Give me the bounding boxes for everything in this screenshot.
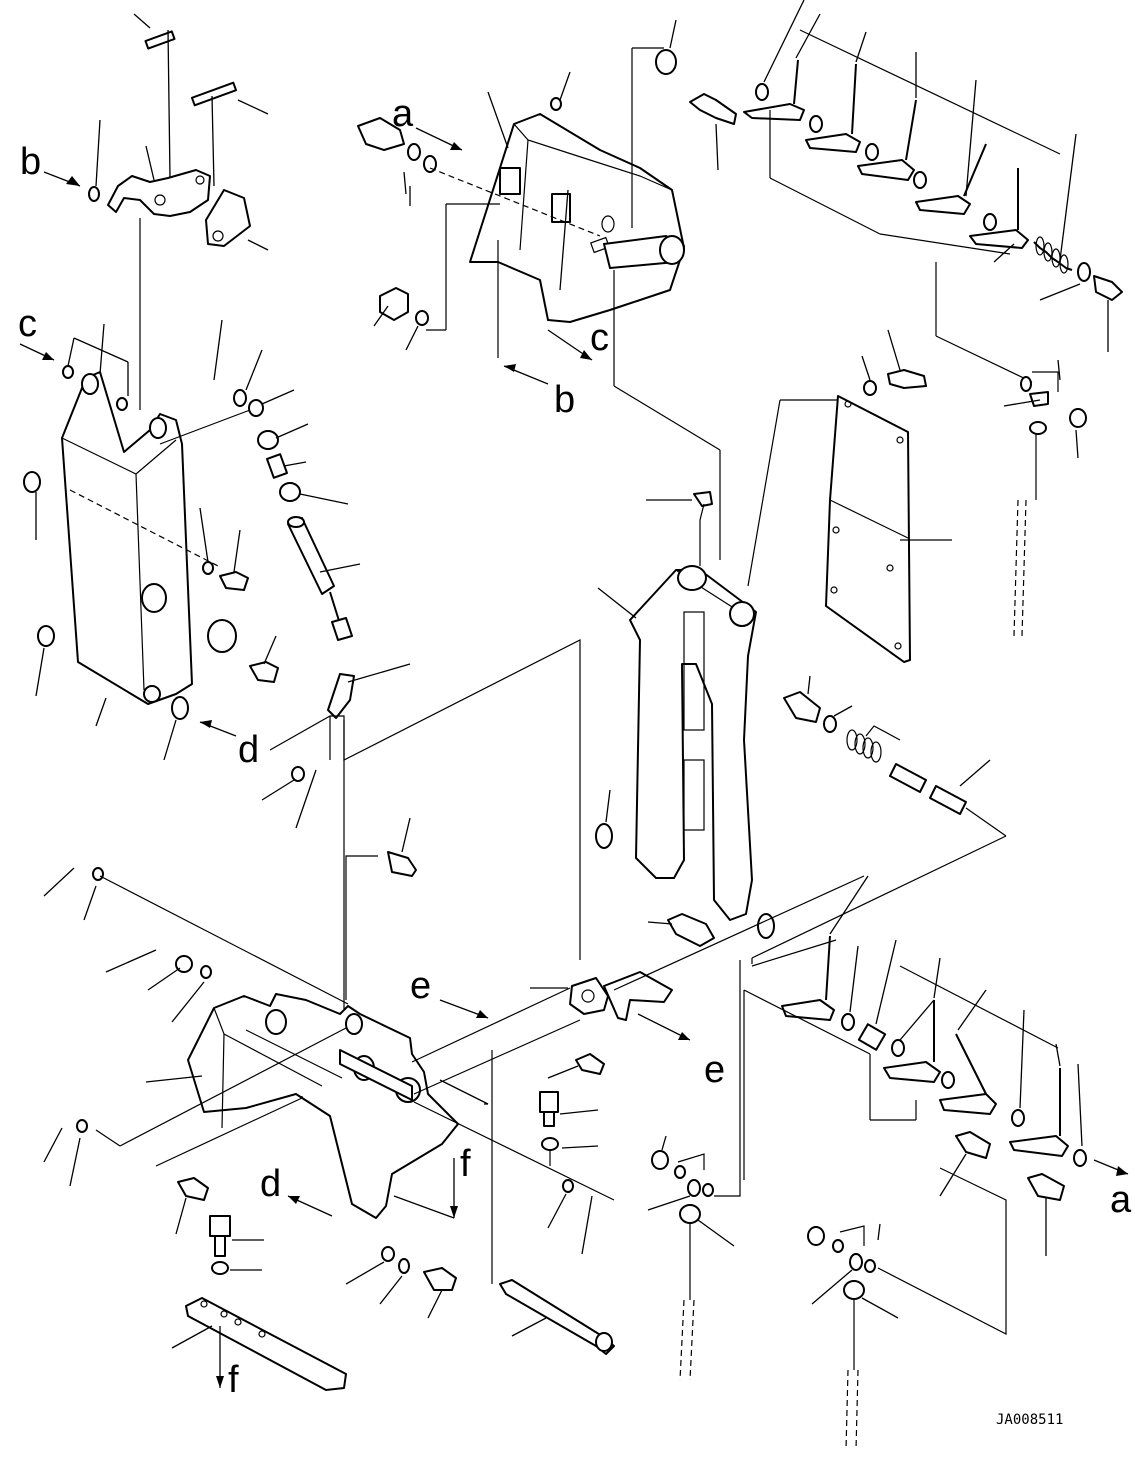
lower-right-cable-group [807,1167,1007,1451]
rod-end-2 [679,1204,701,1224]
reference-letters: a a b b c c d d e e f f [18,93,1132,1401]
lever-9 [1009,1135,1069,1157]
washer [88,186,100,202]
lever-4 [915,195,971,215]
drawing-code: JA008511 [996,1412,1063,1428]
bolt-8 [423,1267,457,1291]
lower-right-lever-group [743,875,1129,1256]
pedestal-arm-group [595,399,846,939]
bolt-9 [575,1053,605,1075]
lever-5 [969,229,1029,249]
lever-6 [781,999,835,1021]
bolt-7 [177,1177,209,1201]
bolt-head [357,117,405,151]
ref-letter-c-center: c [590,317,609,359]
gas-cylinder [287,517,335,595]
console-housing-group [357,19,721,560]
bolt-3 [219,571,249,591]
grommet-left [23,471,41,493]
cover-plate-group [825,329,1087,663]
pedestal-arm [629,569,757,921]
nut-4 [807,1226,825,1246]
gas-spring-group [213,319,581,1090]
ref-letter-f-lower: f [228,1359,239,1401]
rod-end [266,453,288,479]
switch-block [499,167,521,195]
left-panel-group [19,218,279,761]
nut-2 [1069,408,1087,428]
lever-2 [805,133,861,153]
flat-bar [185,1297,347,1391]
lever-7 [883,1061,941,1083]
clip [1029,391,1049,407]
small-plate [205,189,251,247]
base-bracket-group [43,817,615,1219]
bushing [857,1023,887,1051]
hex-nut [379,287,409,321]
clevis [327,673,355,719]
bolt-5 [887,369,927,389]
lever-3 [857,159,915,181]
upper-bracket [107,169,211,217]
washer-d [757,913,775,939]
hex-bolt-2 [539,1091,559,1113]
ref-letter-f-upper: f [460,1143,471,1185]
lever-8 [939,1093,997,1115]
pin-2 [929,785,967,815]
bolt-6 [387,851,417,877]
side-panel [61,371,193,705]
flange-bolt [783,691,821,723]
bolt-4 [249,661,279,683]
long-pin [190,81,238,107]
console-housing [469,113,685,323]
hex-bolt-head [209,1215,231,1237]
ref-letter-e-left: e [410,965,431,1007]
bumper [667,913,715,947]
ref-letter-b-center: b [554,379,575,421]
washer-c [595,823,613,849]
long-shaft [499,1279,615,1355]
bolt-10 [955,1131,991,1159]
ref-letter-d-lower: d [260,1163,281,1205]
base-bracket [187,993,459,1219]
top-left-bracket-group [43,13,269,251]
ref-letter-e-right: e [704,1049,725,1091]
bolt-2 [1093,275,1123,301]
ref-letter-a-top: a [392,93,414,135]
ref-letter-d-upper: d [238,729,259,771]
ref-letter-c-left: c [18,303,37,345]
spring-pin [144,30,176,50]
screw [693,491,713,507]
bolt [689,93,737,125]
top-right-lever-group [689,0,1123,383]
plug [207,619,237,653]
grommet [655,49,677,75]
lever-1 [743,103,805,121]
pin-1 [889,763,927,793]
angle-bracket [603,971,673,1021]
nut [257,430,279,450]
lower-center-group [530,875,865,1381]
bolt-11 [1027,1173,1065,1201]
nut-3 [651,1150,669,1170]
flat-bar-group [171,1050,615,1391]
ref-letter-a-bottom: a [1110,1179,1132,1221]
spring-rod-group [751,675,1007,964]
ref-letter-b-left: b [20,141,41,183]
bracket-e [569,977,609,1015]
